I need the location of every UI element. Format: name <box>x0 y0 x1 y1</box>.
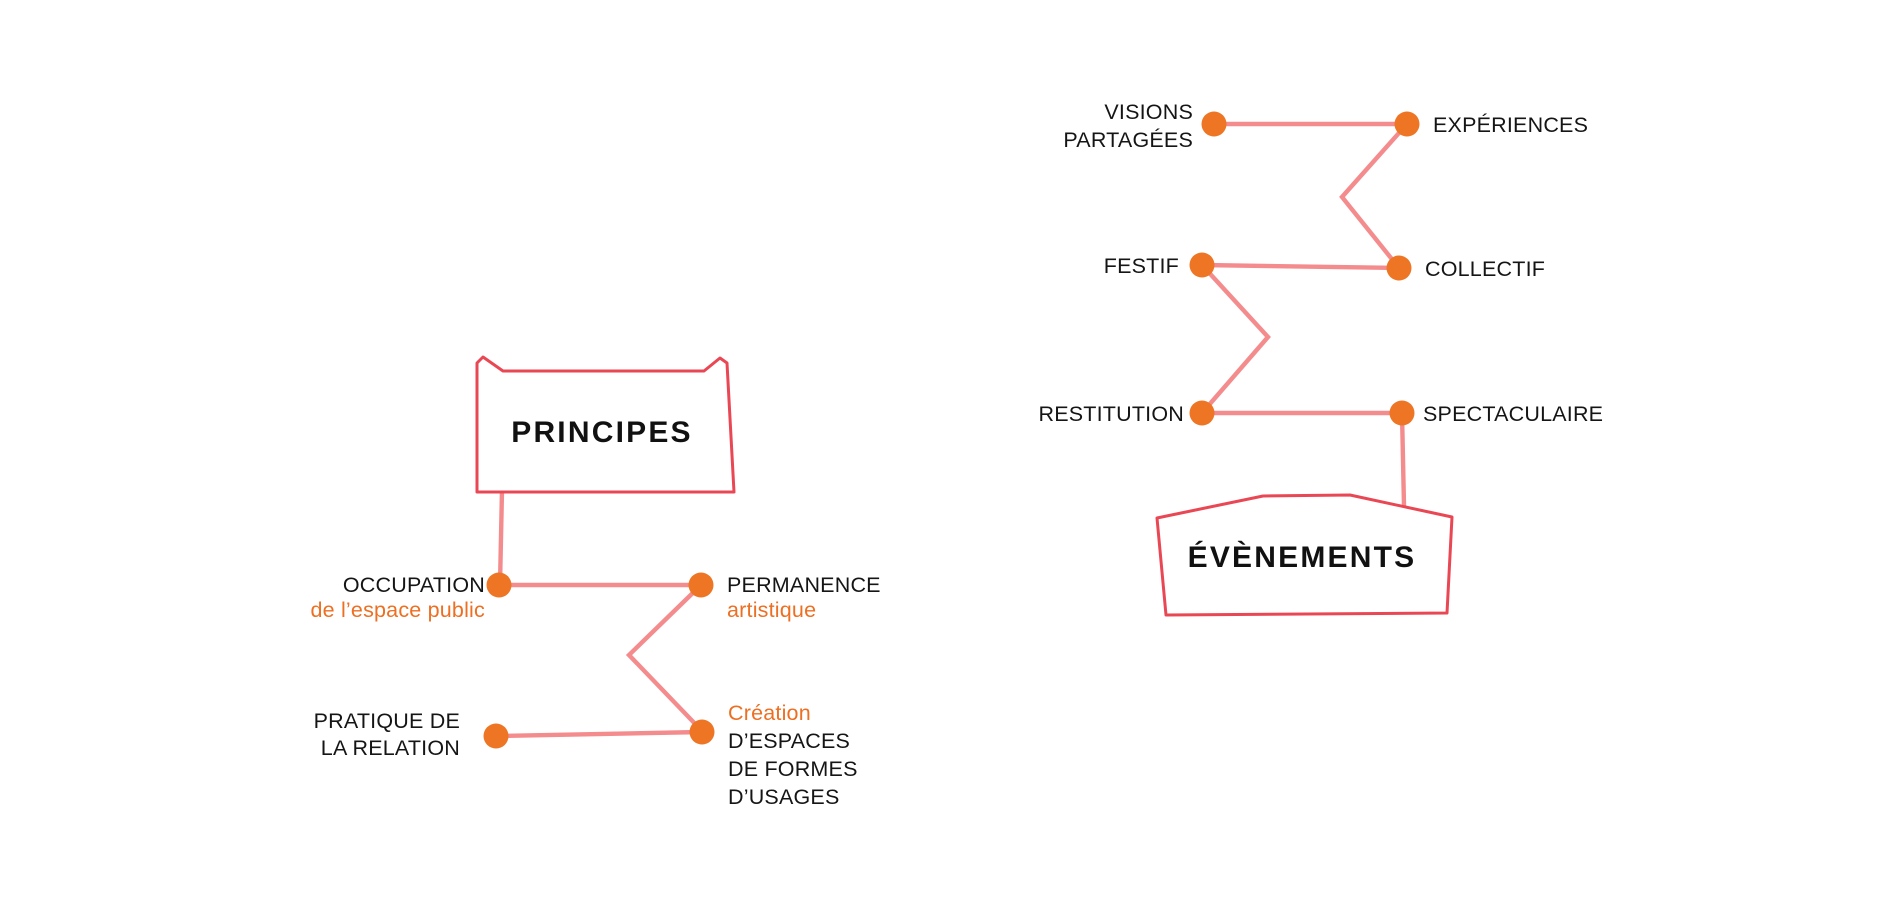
evenements-box-title: ÉVÈNEMENTS <box>1188 540 1417 574</box>
restitution-node-dot <box>1189 400 1215 426</box>
occupation-label: OCCUPATION <box>343 573 485 597</box>
connector-pratique-creation <box>495 729 703 739</box>
pratique-label-line1: PRATIQUE DE <box>314 709 460 733</box>
spectaculaire-label: SPECTACULAIRE <box>1423 402 1603 426</box>
pratique-node-dot <box>483 723 509 749</box>
visions-node-dot <box>1201 111 1227 137</box>
evenements-box <box>1155 493 1454 617</box>
spectaculaire-node-dot <box>1389 400 1415 426</box>
visions-label-line1: VISIONS <box>1104 100 1193 124</box>
creation-label-line3: D’USAGES <box>728 785 840 809</box>
creation-label-line1: D’ESPACES <box>728 729 850 753</box>
collectif-label: COLLECTIF <box>1425 257 1545 281</box>
experiences-label: EXPÉRIENCES <box>1433 112 1588 137</box>
connector-permanence-creation-zigzag <box>625 583 704 733</box>
permanence-label: PERMANENCE <box>727 573 881 597</box>
pratique-label-line2: LA RELATION <box>321 736 460 760</box>
evenements-cluster: ÉVÈNEMENTS VISIONS PARTAGÉES EXPÉRIENCES… <box>1038 100 1603 617</box>
occupation-node-dot <box>486 572 512 598</box>
occupation-sublabel: de l’espace public <box>310 598 485 622</box>
creation-node-dot <box>689 719 715 745</box>
creation-label-line2: DE FORMES <box>728 757 858 781</box>
connector-festif-collectif <box>1201 262 1400 271</box>
permanence-node-dot <box>688 572 714 598</box>
collectif-node-dot <box>1386 255 1412 281</box>
festif-label: FESTIF <box>1104 254 1179 278</box>
restitution-label: RESTITUTION <box>1038 402 1184 426</box>
festif-node-dot <box>1189 252 1215 278</box>
connector-festif-restitution-zigzag <box>1200 263 1271 415</box>
creation-leadline: Création <box>728 701 811 725</box>
principes-box-title: PRINCIPES <box>511 416 693 449</box>
connector-spectaculaire-to-box <box>1399 412 1407 507</box>
principes-box <box>475 355 736 494</box>
visions-label-line2: PARTAGÉES <box>1063 127 1193 152</box>
permanence-sublabel: artistique <box>727 598 816 622</box>
principes-cluster: PRINCIPES OCCUPATION de l’espace public … <box>310 355 881 809</box>
experiences-node-dot <box>1394 111 1420 137</box>
connector-box-to-occupation <box>497 489 505 586</box>
connector-experiences-collectif-zigzag <box>1339 122 1409 270</box>
